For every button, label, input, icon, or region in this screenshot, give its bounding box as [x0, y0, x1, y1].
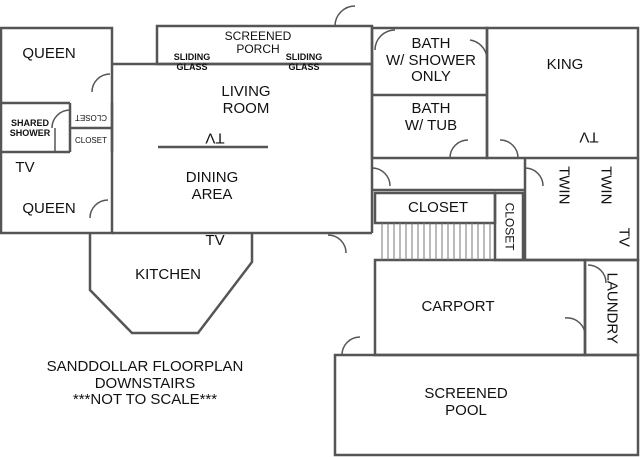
room-label-screened-porch: SCREENED PORCH [208, 29, 308, 57]
room-label-closet-vertical: CLOSET [502, 202, 517, 251]
shared-shower-line1: SHARED [10, 118, 49, 128]
floorplan-title-block: SANDDOLLAR FLOORPLAN DOWNSTAIRS ***NOT T… [40, 358, 250, 409]
stairs [381, 223, 491, 260]
door-swings [51, 5, 607, 356]
room-label-twin-b: TWIN [597, 166, 615, 205]
room-label-dining-area: DINING AREA [162, 169, 262, 203]
screened-pool-line2: POOL [445, 401, 487, 419]
door-swing [564, 317, 586, 339]
screened-porch-line2: PORCH [236, 42, 280, 57]
bath-shower-line1: BATH [411, 35, 451, 52]
sliding-glass-right-line2: GLASS [288, 61, 320, 72]
room-label-twin-a: TWIN [555, 166, 573, 205]
door-swing [91, 73, 111, 93]
door-swing [334, 5, 356, 27]
tv-label-living-room: TV [205, 129, 225, 147]
living-room-line2: ROOM [222, 99, 270, 117]
sliding-glass-left-line1: SLIDING [173, 52, 211, 62]
room-label-bath-shower: BATH W/ SHOWER ONLY [378, 35, 484, 86]
room-label-living-room: LIVING ROOM [196, 83, 296, 117]
door-swing [499, 139, 519, 159]
sliding-glass-right-line1: SLIDING [285, 52, 323, 62]
bath-tub-line2: W/ TUB [404, 116, 458, 134]
room-label-laundry: LAUNDRY [603, 272, 621, 344]
door-swing [374, 29, 396, 51]
door-swing [327, 234, 347, 254]
room-label-queen-top: QUEEN [22, 45, 76, 62]
bath-shower-line2: W/ SHOWER [386, 51, 476, 69]
room-label-closet-small-a: CLOSET [75, 112, 108, 122]
living-room-line1: LIVING [221, 83, 271, 100]
door-swing [89, 199, 109, 219]
room-label-queen-bottom: QUEEN [22, 200, 76, 217]
room-label-shared-shower: SHARED SHOWER [4, 118, 56, 139]
bath-shower-line3: ONLY [411, 68, 451, 85]
door-swing [469, 39, 488, 59]
tv-label-king: TV [579, 128, 599, 146]
bath-tub-line1: BATH [411, 100, 451, 117]
shared-shower-line2: SHOWER [9, 127, 51, 138]
door-swing [51, 109, 71, 129]
floorplan-scale-note: ***NOT TO SCALE*** [72, 391, 218, 408]
sliding-glass-left-line2: GLASS [176, 61, 208, 72]
room-label-closet-small-b: CLOSET [74, 136, 107, 145]
king-room [485, 26, 640, 160]
door-swing [371, 167, 391, 187]
dining-area-line1: DINING [185, 169, 239, 186]
door-swing [341, 336, 361, 356]
dining-area-line2: AREA [191, 185, 233, 203]
tv-label-left-bedroom: TV [15, 159, 35, 176]
floorplan-title: SANDDOLLAR FLOORPLAN [46, 358, 244, 375]
room-label-kitchen: KITCHEN [135, 266, 201, 283]
tv-label-twin: TV [615, 227, 633, 247]
floorplan-subtitle: DOWNSTAIRS [94, 374, 196, 392]
screened-porch-line1: SCREENED [224, 29, 292, 43]
tv-label-dining: TV [205, 232, 225, 249]
room-label-carport: CARPORT [421, 298, 495, 315]
room-label-screened-pool: SCREENED POOL [416, 385, 516, 419]
screened-pool-line1: SCREENED [424, 385, 508, 402]
door-swing [524, 167, 544, 187]
door-swing [449, 139, 469, 159]
screened-pool-outline [333, 353, 640, 457]
label-sliding-glass-right: SLIDING GLASS [276, 52, 332, 73]
room-label-bath-tub: BATH W/ TUB [378, 100, 484, 134]
label-sliding-glass-left: SLIDING GLASS [164, 52, 220, 73]
kitchen-outline [88, 233, 254, 335]
room-label-king: KING [546, 56, 584, 73]
door-swing [587, 264, 607, 284]
room-label-closet-hall: CLOSET [407, 199, 468, 216]
